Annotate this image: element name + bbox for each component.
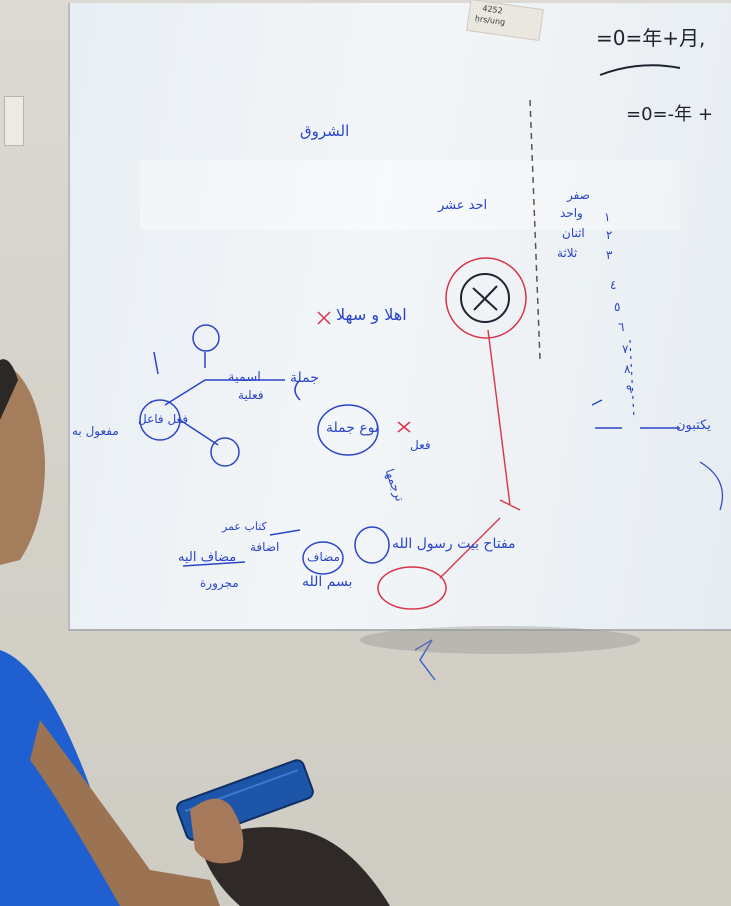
whiteboard: [68, 3, 731, 631]
top-right-line-1: =0=年+月,: [596, 26, 706, 50]
kitab: كتاب عمر: [222, 520, 267, 533]
num-3: ٣: [606, 248, 613, 262]
num-6: ٦: [618, 320, 625, 334]
knee: [200, 827, 390, 906]
num-7: ٧: [622, 342, 629, 356]
right-edge-word: يكتبون: [676, 418, 711, 433]
sentence-label: جملة: [290, 370, 319, 386]
mudaf-ilayh: مضاف اليه: [178, 550, 237, 565]
key-sentence: مفتاح بيت رسول الله: [392, 536, 516, 552]
object-word: مفعول به: [72, 424, 119, 438]
number-word-2: اثنان: [562, 226, 585, 240]
x-circle: [460, 273, 510, 323]
num-2: ٢: [606, 228, 613, 242]
title-word: الشروق: [300, 122, 350, 140]
greeting: اهلا و سهلا: [336, 305, 407, 324]
top-right-line-2: =0=-年 +: [626, 104, 713, 125]
num-5: ٥: [614, 300, 621, 314]
kind-box: نوع جملة: [326, 420, 379, 436]
num-1: ١: [604, 210, 611, 224]
num-4: ٤: [610, 278, 617, 292]
red-circle-bottom: [377, 566, 447, 610]
number-word-1: واحد: [560, 206, 583, 220]
num-9: ٩: [626, 382, 633, 396]
num-8: ٨: [624, 362, 631, 376]
person-arm: [30, 720, 220, 906]
person-face: [0, 360, 46, 565]
board-clip: [4, 96, 24, 146]
verbal-word: فعلية: [238, 388, 264, 402]
eleven-word: احد عشر: [438, 198, 488, 213]
mudaf: مضاف: [307, 550, 340, 564]
red-circle-top: [445, 257, 527, 339]
basmala: بسم الله: [302, 574, 353, 590]
nominal-word: اسمية: [228, 370, 261, 385]
idafa: اضافة: [250, 540, 280, 554]
verb-subject: فعل فاعل: [138, 412, 189, 426]
fi-word: فعل: [410, 438, 431, 452]
number-word-0: صفر: [567, 188, 590, 202]
majroor: مجرورة: [200, 576, 239, 590]
number-word-3: ثلاثة: [557, 246, 578, 260]
